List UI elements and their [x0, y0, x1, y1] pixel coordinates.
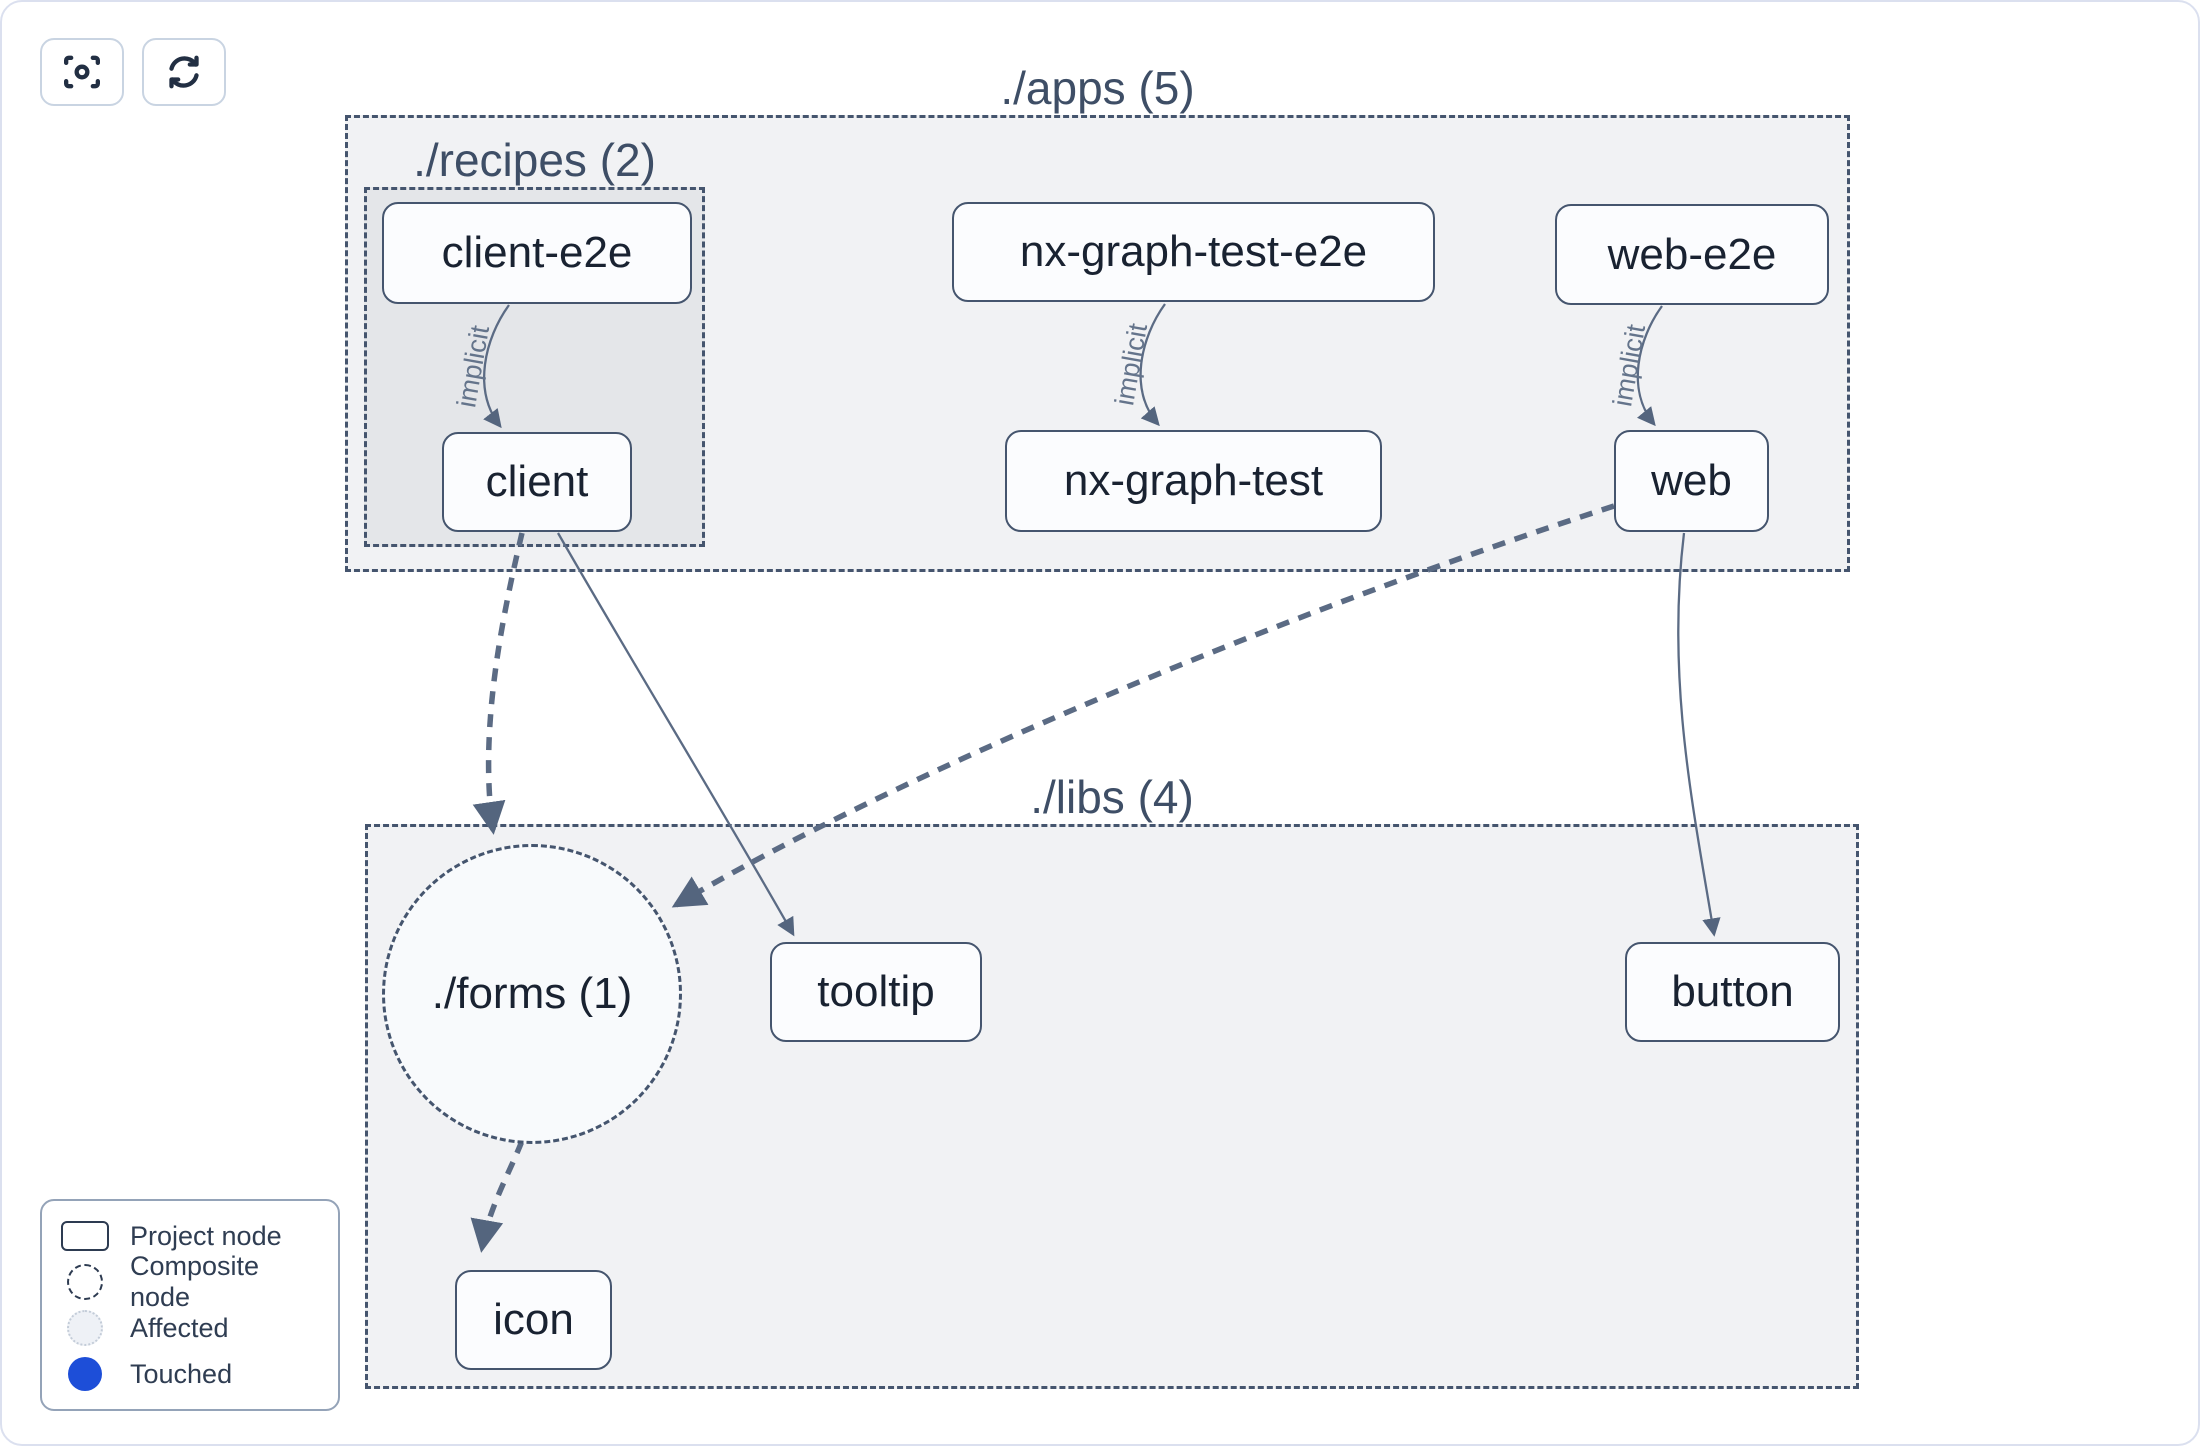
legend-item-touched: Touched	[56, 1351, 324, 1397]
edge-web-e2e-to-web	[1636, 305, 1663, 427]
edge-client-to-tooltip	[557, 532, 795, 937]
legend: Project node Composite node Affected Tou…	[40, 1199, 340, 1411]
legend-label: Touched	[130, 1358, 233, 1389]
legend-item-affected: Affected	[56, 1305, 324, 1351]
edge-client-e2e-to-client	[483, 304, 510, 429]
node-nx-graph-test[interactable]: nx-graph-test	[1005, 430, 1382, 532]
legend-label: Project node	[130, 1220, 282, 1251]
focus-button[interactable]	[40, 38, 124, 106]
legend-label: Composite node	[130, 1251, 260, 1312]
edge-web-to-forms	[671, 503, 1615, 908]
node-nx-graph-test-e2e[interactable]: nx-graph-test-e2e	[952, 202, 1435, 302]
node-web-e2e[interactable]: web-e2e	[1555, 204, 1829, 305]
refresh-icon	[169, 55, 199, 89]
node-client[interactable]: client	[442, 432, 632, 532]
node-button[interactable]: button	[1625, 942, 1840, 1042]
refresh-button[interactable]	[142, 38, 226, 106]
edge-label-implicit-3: implicit	[1607, 322, 1651, 409]
edge-forms-to-icon	[470, 1139, 525, 1253]
legend-label: Affected	[130, 1312, 229, 1343]
edge-web-to-button	[1677, 532, 1721, 937]
project-node-swatch	[61, 1221, 109, 1251]
focus-icon	[64, 55, 101, 89]
node-icon[interactable]: icon	[455, 1270, 612, 1370]
node-web[interactable]: web	[1614, 430, 1769, 532]
composite-node-forms[interactable]: ./forms (1)	[382, 844, 682, 1144]
legend-item-project-node: Project node	[56, 1213, 324, 1259]
edge-label-implicit-2: implicit	[1109, 321, 1153, 408]
touched-swatch	[68, 1357, 102, 1391]
legend-item-composite-node: Composite node	[56, 1251, 324, 1312]
edge-label-implicit-1: implicit	[451, 323, 495, 410]
node-tooltip[interactable]: tooltip	[770, 942, 982, 1042]
affected-swatch	[67, 1310, 103, 1346]
node-client-e2e[interactable]: client-e2e	[382, 202, 692, 304]
composite-node-swatch	[67, 1264, 103, 1300]
edge-nx-graph-test-e2e-to-nx-graph-test	[1139, 303, 1166, 427]
edge-client-to-forms	[472, 532, 525, 835]
composite-node-forms-label: ./forms (1)	[431, 969, 633, 1018]
